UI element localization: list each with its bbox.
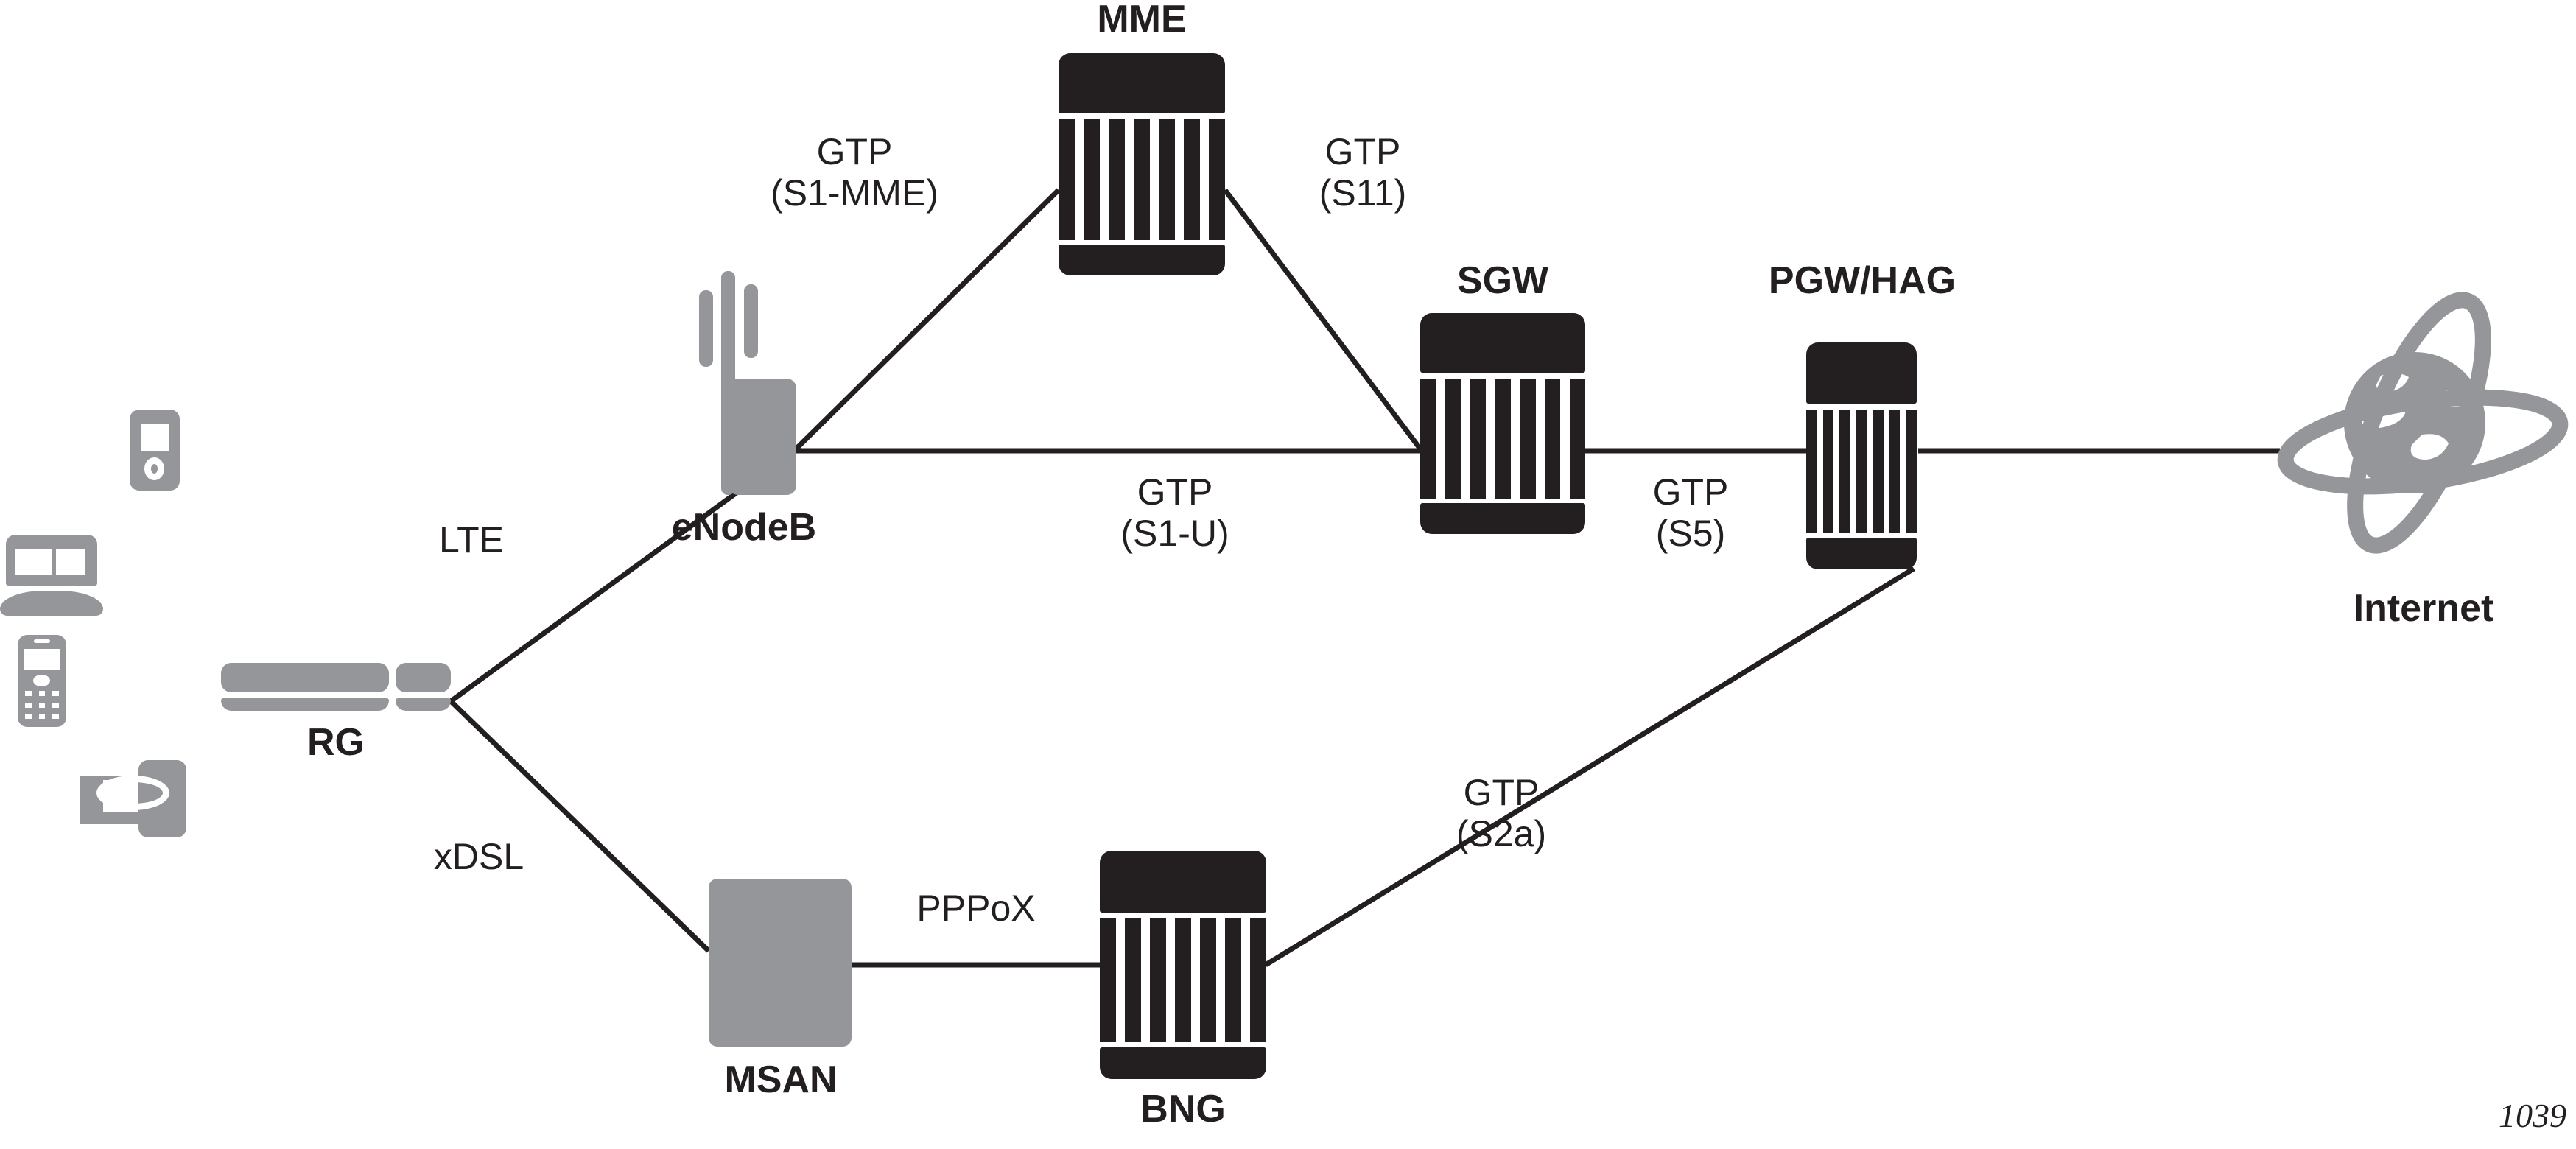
- link-line-s1mme: [792, 188, 1061, 453]
- node-pgw-hag[interactable]: [1806, 342, 1917, 569]
- node-label-sgw: SGW: [1456, 259, 1549, 302]
- rg-base: [221, 698, 389, 711]
- node-msan[interactable]: [709, 879, 852, 1047]
- node-enodeb[interactable]: [692, 271, 796, 495]
- enodeb-antenna-right: [744, 284, 758, 358]
- bng-base-panel: [1100, 1047, 1266, 1079]
- link-label-s5-line1: GTP: [1652, 471, 1729, 513]
- media-player-icon: [130, 410, 180, 491]
- link-label-s2a: GTP (S2a): [1383, 772, 1619, 854]
- link-label-s1mme-line1: GTP: [816, 131, 893, 172]
- link-label-s1mme: GTP (S1-MME): [707, 131, 1002, 214]
- link-label-s2a-line2: (S2a): [1456, 813, 1547, 854]
- sgw-slots: [1420, 378, 1585, 499]
- bng-slots: [1100, 918, 1266, 1043]
- link-label-s1u: GTP (S1-U): [1050, 471, 1300, 554]
- sgw-top-panel: [1420, 313, 1585, 373]
- mme-base-panel: [1059, 244, 1225, 275]
- node-label-bng: BNG: [1140, 1088, 1226, 1131]
- node-label-internet: Internet: [2353, 587, 2494, 630]
- node-label-enodeb: eNodeB: [671, 506, 817, 549]
- node-label-rg: RG: [307, 721, 365, 764]
- mobile-phone-icon: [18, 635, 66, 727]
- node-bng[interactable]: [1100, 851, 1266, 1079]
- rg-base-port: [396, 698, 451, 711]
- node-rg[interactable]: [221, 663, 451, 711]
- link-label-lte: LTE: [376, 519, 567, 561]
- pgw-top-panel: [1806, 342, 1917, 404]
- link-label-s5: GTP (S5): [1580, 471, 1801, 554]
- link-label-lte-line1: LTE: [439, 519, 504, 561]
- node-label-msan: MSAN: [724, 1058, 838, 1101]
- link-label-pppox: PPPoX: [854, 888, 1098, 929]
- rg-chassis: [221, 663, 389, 693]
- link-line-s11: [1223, 188, 1424, 453]
- link-label-s11-line1: GTP: [1324, 131, 1401, 172]
- link-line-xdsl: [449, 699, 711, 953]
- sgw-base-panel: [1420, 503, 1585, 534]
- link-label-s1u-line2: (S1-U): [1120, 513, 1229, 554]
- link-label-s1u-line1: GTP: [1137, 471, 1213, 513]
- link-label-xdsl-line1: xDSL: [433, 836, 524, 877]
- mme-top-panel: [1059, 53, 1225, 113]
- link-label-xdsl: xDSL: [368, 836, 589, 877]
- figure-number: 1039: [2499, 1097, 2566, 1134]
- link-label-s5-line2: (S5): [1655, 513, 1726, 554]
- node-label-mme: MME: [1097, 0, 1187, 41]
- tv-set-top-box-icon: [80, 760, 186, 837]
- enodeb-antenna-left: [699, 290, 713, 367]
- pgw-slots: [1806, 409, 1917, 533]
- node-mme[interactable]: [1059, 53, 1225, 275]
- node-label-pgw: PGW/HAG: [1768, 259, 1956, 302]
- globe-icon: [2277, 292, 2569, 554]
- node-sgw[interactable]: [1420, 313, 1585, 534]
- link-line-s2a: [1264, 566, 1915, 967]
- enodeb-cabinet: [729, 379, 796, 495]
- link-label-pppox-line1: PPPoX: [916, 888, 1036, 929]
- laptop-icon: [0, 535, 103, 616]
- pgw-base-panel: [1806, 537, 1917, 569]
- link-label-s11-line2: (S11): [1319, 172, 1407, 214]
- rg-port-block: [396, 663, 451, 693]
- node-internet[interactable]: [2270, 278, 2576, 573]
- link-label-s2a-line1: GTP: [1463, 772, 1540, 813]
- link-label-s1mme-line2: (S1-MME): [771, 172, 938, 214]
- mme-slots: [1059, 119, 1225, 240]
- link-label-s11: GTP (S11): [1252, 131, 1473, 214]
- bng-top-panel: [1100, 851, 1266, 913]
